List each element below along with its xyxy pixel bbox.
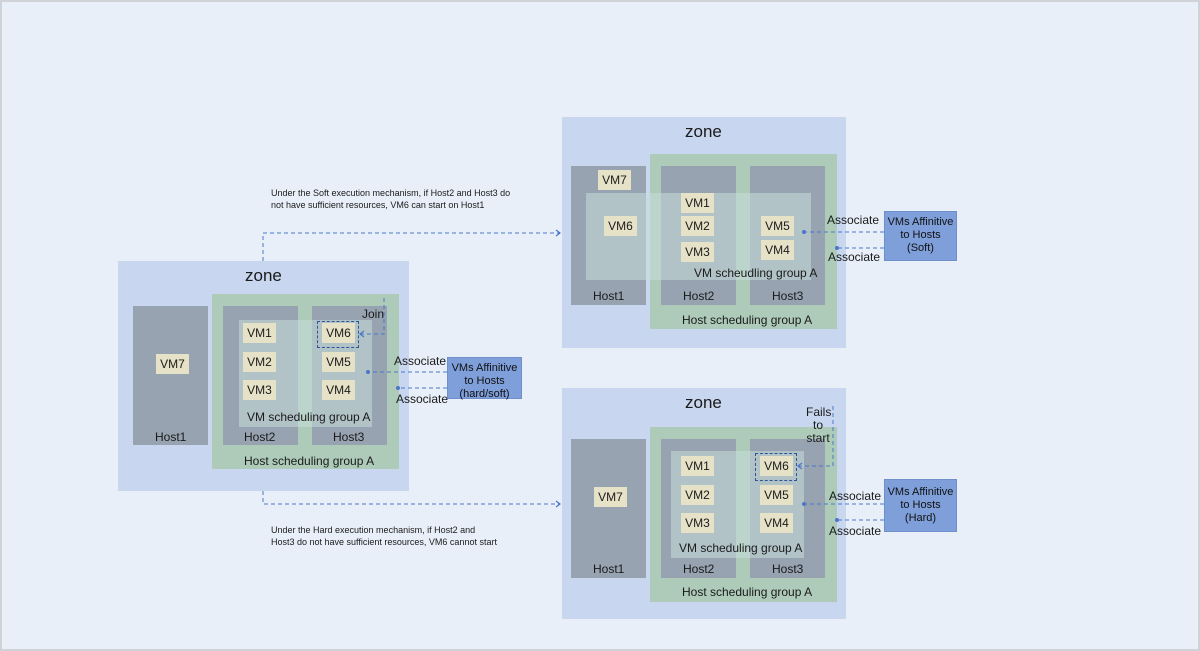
host1-source bbox=[133, 306, 208, 445]
affinity-line: (Hard) bbox=[904, 512, 937, 524]
host-label: Host2 bbox=[683, 562, 715, 576]
affinity-line: to Hosts bbox=[900, 229, 941, 241]
host-group-label: Host scheduling group A bbox=[244, 454, 375, 468]
connector-dot-icon bbox=[802, 502, 806, 506]
associate-label: Associate bbox=[396, 392, 449, 406]
vm-box: VM3 bbox=[681, 242, 714, 262]
vm-box: VM4 bbox=[760, 513, 793, 533]
note-soft: Under the Soft execution mechanism, if H… bbox=[271, 187, 510, 211]
host-group-label: Host scheduling group A bbox=[682, 585, 813, 599]
vm-box: VM6 bbox=[322, 323, 355, 343]
fail-line: Fails bbox=[806, 405, 832, 419]
vm-group-label: VM scheudling group A bbox=[694, 266, 818, 280]
vm-box: VM7 bbox=[156, 354, 189, 374]
associate-label: Associate bbox=[828, 250, 881, 264]
vm-box: VM7 bbox=[594, 487, 627, 507]
note-line: Under the Hard execution mechanism, if H… bbox=[271, 525, 476, 535]
host-label: Host2 bbox=[244, 430, 276, 444]
affinity-line: VMs Affinitive bbox=[451, 362, 518, 374]
affinity-line: VMs Affinitive bbox=[887, 216, 954, 228]
join-connector bbox=[360, 298, 385, 335]
host-label: Host1 bbox=[593, 562, 625, 576]
vm-box: VM1 bbox=[243, 323, 276, 343]
affinity-rule-source: VMs Affinitive to Hosts (hard/soft) bbox=[447, 357, 522, 400]
connector-dot-icon bbox=[835, 518, 839, 522]
affinity-line: to Hosts bbox=[900, 499, 941, 511]
associate-label: Associate bbox=[829, 524, 882, 538]
vm-box: VM1 bbox=[681, 193, 714, 213]
vm-box: VM3 bbox=[243, 380, 276, 400]
host-group-label: Host scheduling group A bbox=[682, 313, 813, 327]
vm-box: VM3 bbox=[681, 513, 714, 533]
arrowhead-icon bbox=[359, 330, 365, 338]
vm-box: VM4 bbox=[761, 240, 794, 260]
affinity-line: (Soft) bbox=[907, 242, 934, 254]
affinity-rule-hard: VMs Affinitive to Hosts (Hard) bbox=[884, 479, 957, 532]
zone-label-source: zone bbox=[245, 266, 282, 285]
zone-label-hard: zone bbox=[685, 393, 722, 412]
vm-box: VM1 bbox=[681, 456, 714, 476]
connector-dot-icon bbox=[835, 246, 839, 250]
host-label: Host3 bbox=[333, 430, 365, 444]
host-label: Host2 bbox=[683, 289, 715, 303]
note-line: Host3 do not have sufficient resources, … bbox=[271, 537, 497, 547]
affinity-line: to Hosts bbox=[464, 375, 505, 387]
note-line: Under the Soft execution mechanism, if H… bbox=[271, 188, 511, 198]
associate-label: Associate bbox=[394, 354, 447, 368]
fail-label: Fails to start bbox=[806, 405, 832, 445]
host-label: Host1 bbox=[593, 289, 625, 303]
vm-box: VM7 bbox=[598, 170, 631, 190]
vm-box: VM6 bbox=[760, 456, 793, 476]
affinity-rule-soft: VMs Affinitive to Hosts (Soft) bbox=[884, 211, 957, 261]
connector-dot-icon bbox=[802, 230, 806, 234]
host1-hard bbox=[571, 439, 646, 578]
affinity-line: (hard/soft) bbox=[459, 388, 510, 400]
vm-box: VM2 bbox=[243, 352, 276, 372]
host-label: Host1 bbox=[155, 430, 187, 444]
host-label: Host3 bbox=[772, 289, 804, 303]
zone-label-soft: zone bbox=[685, 122, 722, 141]
note-line: not have sufficient resources, VM6 can s… bbox=[271, 200, 485, 210]
vm-box: VM2 bbox=[681, 485, 714, 505]
arrowhead-icon bbox=[555, 229, 561, 237]
connector-dot-icon bbox=[396, 386, 400, 390]
soft-flow-connector bbox=[262, 232, 560, 261]
associate-label: Associate bbox=[827, 213, 880, 227]
vm6-selection bbox=[317, 321, 359, 348]
connector-dot-icon bbox=[366, 370, 370, 374]
arrowhead-icon bbox=[797, 462, 803, 470]
vm-group-label: VM scheduling group A bbox=[247, 410, 371, 424]
hard-flow-connector bbox=[262, 491, 560, 505]
fail-line: start bbox=[806, 431, 830, 445]
vm-group-label: VM scheduling group A bbox=[679, 541, 803, 555]
arrowhead-icon bbox=[555, 500, 561, 508]
vm-box: VM2 bbox=[681, 216, 714, 236]
note-hard: Under the Hard execution mechanism, if H… bbox=[271, 524, 497, 548]
fail-connector bbox=[798, 406, 834, 467]
vm-box: VM5 bbox=[761, 216, 794, 236]
fail-line: to bbox=[812, 418, 823, 432]
join-label: Join bbox=[362, 307, 385, 321]
host-label: Host3 bbox=[772, 562, 804, 576]
vm-box: VM5 bbox=[760, 485, 793, 505]
vm-box: VM5 bbox=[322, 352, 355, 372]
vm-box: VM4 bbox=[322, 380, 355, 400]
affinity-line: VMs Affinitive bbox=[887, 486, 954, 498]
associate-label: Associate bbox=[829, 489, 882, 503]
vm-box: VM6 bbox=[604, 216, 637, 236]
vm6-selection bbox=[755, 453, 797, 481]
